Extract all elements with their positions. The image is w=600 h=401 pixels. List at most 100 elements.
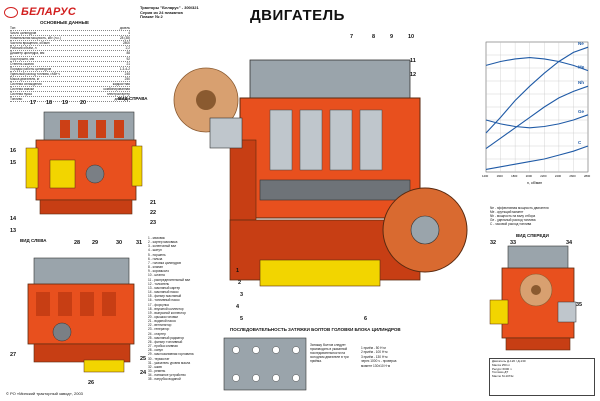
spec-label: Система пуска: [10, 92, 32, 97]
spec-row: Система охлаждения жидкостная: [10, 82, 130, 88]
brand-name: БЕЛАРУС: [21, 6, 77, 18]
legend-item: 4 - шатун: [148, 248, 162, 253]
callout-7: 7: [350, 34, 354, 40]
callout-22: 22: [150, 210, 157, 216]
poster-info: Тракторы "Беларус" - 300/321 Серия из 24…: [140, 5, 199, 20]
poster-set: Серия из 24 плакатов: [140, 9, 183, 15]
bolt-value: через 1000 ч - проверка: [361, 359, 397, 364]
spec-row: Удельный расход топлива, г/кВт·ч 245: [10, 72, 130, 77]
callout-21: 21: [150, 200, 157, 206]
legend-item: 19 - выпускной коллектор: [148, 310, 186, 315]
spec-value: 250: [124, 76, 130, 81]
callout-19: 19: [62, 100, 69, 106]
chart-legend-item: C - часовой расход топлива: [490, 222, 532, 227]
callout-33: 33: [510, 240, 517, 246]
brand-logo: БЕЛАРУС: [4, 6, 76, 18]
spec-value: жидкостная: [112, 82, 130, 87]
bolt-value: 2 приём - 100 Н·м: [361, 350, 388, 355]
legend-item: 5 - поршень: [148, 252, 166, 257]
legend-item: 11 - распределительный вал: [148, 277, 191, 282]
view-right-label: ВИД СПРАВА: [118, 96, 148, 101]
legend-item: 8 - клапан: [148, 265, 163, 270]
spec-value: 2800: [122, 41, 130, 46]
spec-row: Частота вращения, об/мин 2800: [10, 41, 130, 47]
bolt-value: 3 приём - 130 Н·м: [361, 354, 388, 359]
x-tick-label: 2800: [584, 174, 591, 178]
spec-label: Система охлаждения: [10, 82, 42, 87]
brand-emblem-icon: [4, 6, 18, 18]
engine-right-view: [25, 111, 143, 215]
engine-left-view: [27, 257, 135, 373]
callout-15: 15: [10, 160, 17, 166]
spec-value: электростартер: [106, 92, 130, 97]
callout-31: 31: [136, 240, 143, 246]
x-tick-label: 2400: [555, 174, 562, 178]
legend-item: 1 - маховик: [148, 236, 165, 240]
spec-label: Масса двигателя, кг: [10, 76, 40, 81]
legend-item: 15 - фильтр масляный: [148, 294, 182, 299]
bolt-value: 1 приём - 50 Н·м: [361, 346, 386, 350]
series-label: Nh: [578, 80, 584, 85]
bolt-note: Затяжку болтов следует производить в ука…: [310, 343, 349, 363]
poster-series: Тракторы "Беларус" - 300/321: [140, 5, 199, 10]
legend-item: 21 - водяной насос: [148, 319, 177, 324]
legend-item: 28 - сапун: [148, 348, 163, 353]
spec-label: Тип: [10, 26, 16, 30]
footer-copyright: © РО «Минский тракторный завод», 2003: [6, 391, 83, 396]
data-box-line: Ресурс 6000 ч: [492, 366, 512, 371]
callout-28: 28: [74, 240, 81, 246]
spec-value: 2,2: [125, 46, 130, 51]
chart-legend-item: Me - крутящий момент: [490, 210, 524, 215]
callout-2: 2: [238, 280, 242, 286]
spec-label: Диаметр цилиндра, мм: [10, 51, 45, 56]
chart-legend-item: Ne - эффективная мощность двигателя: [490, 206, 549, 210]
callout-34: 34: [566, 240, 573, 246]
callout-17: 17: [30, 100, 37, 106]
callout-3: 3: [240, 292, 244, 298]
callout-9: 9: [390, 34, 394, 40]
data-box-line: Двигатель Д-120 / Д-130: [492, 359, 526, 363]
series-line-Nh: [485, 85, 589, 150]
legend-item: 24 - стартер: [148, 331, 166, 336]
engine-front-view: [489, 245, 577, 351]
cylinder-head-diagram: [223, 337, 307, 391]
spec-value: дизельное: [114, 97, 130, 102]
data-box-line: Топливо ДТ: [492, 370, 509, 375]
callout-14: 14: [10, 216, 17, 222]
legend-item: 29 - маслозаливная горловина: [148, 352, 194, 357]
spec-label: Удельный расход топлива, г/кВт·ч: [10, 71, 61, 76]
spec-value: 245: [124, 71, 130, 76]
bolt-section-title: ПОСЛЕДОВАТЕЛЬНОСТЬ ЗАТЯЖКИ БОЛТОВ ГОЛОВК…: [230, 327, 401, 332]
legend-item: 13 - масляный картер: [148, 285, 181, 290]
series-line-Ne: [485, 46, 589, 134]
callout-11: 11: [410, 58, 416, 64]
legend-item: 27 - пробка сливная: [148, 344, 178, 349]
legend-item: 7 - головка цилиндров: [148, 260, 181, 265]
series-label: Ne: [578, 41, 584, 46]
callout-5: 5: [240, 316, 244, 322]
data-box-line: Масло М-10Г2к: [492, 374, 514, 379]
engine-cutaway: [173, 59, 468, 287]
x-tick-label: 1600: [497, 174, 504, 178]
callout-25: 25: [140, 356, 147, 362]
spec-label: Частота вращения, об/мин: [10, 41, 50, 46]
legend-item: 30 - термостат: [148, 356, 170, 361]
callout-18: 18: [46, 100, 53, 106]
spec-label: Число цилиндров: [10, 31, 37, 36]
legend-item: 2 - картер маховика: [148, 240, 178, 245]
legend-item: 22 - вентилятор: [148, 323, 172, 328]
spec-value: 92: [126, 56, 130, 61]
callout-1: 1: [236, 268, 240, 274]
series-label: Ge: [578, 109, 585, 114]
spec-row: Номинальная мощность, кВт (л.с.)28 (38): [10, 36, 130, 42]
series-line-C: [485, 145, 589, 170]
